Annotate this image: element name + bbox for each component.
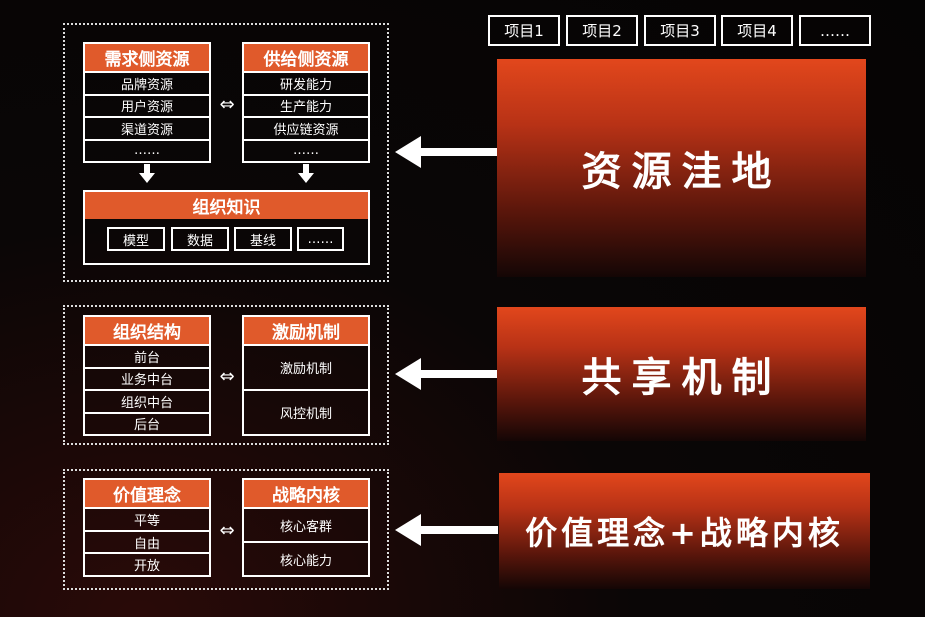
supply-item: 研发能力 <box>244 71 368 94</box>
resource-depression-label: 资源洼地 <box>581 149 782 195</box>
incentive-item: 风控机制 <box>244 389 368 434</box>
incentive-title: 激励机制 <box>244 317 368 344</box>
demand-item: …… <box>85 138 209 162</box>
values-box: 价值理念 平等 自由 开放 <box>83 478 211 577</box>
demand-item: 用户资源 <box>85 93 209 117</box>
demand-item: 品牌资源 <box>85 71 209 94</box>
project-tag-2: 项目2 <box>566 15 638 46</box>
demand-side-title: 需求侧资源 <box>85 44 209 71</box>
sharing-mechanism-label: 共享机制 <box>581 355 782 401</box>
section-sharing-frame <box>63 305 389 445</box>
incentive-item: 激励机制 <box>244 344 368 389</box>
org-knowledge-box: 组织知识 <box>83 190 370 265</box>
sharing-mechanism-panel: 共享机制 <box>497 307 866 441</box>
project-tag-3: 项目3 <box>644 15 716 46</box>
left-arrow-icon <box>395 136 498 168</box>
structure-item: 后台 <box>85 411 209 435</box>
structure-item: 组织中台 <box>85 389 209 412</box>
values-item: 自由 <box>85 529 209 553</box>
incentive-box: 激励机制 激励机制 风控机制 <box>242 315 370 436</box>
values-item: 平等 <box>85 507 209 530</box>
structure-item: 业务中台 <box>85 366 209 390</box>
strategy-box: 战略内核 核心客群 核心能力 <box>242 478 370 577</box>
strategy-item: 核心客群 <box>244 507 368 541</box>
project-tag-4: 项目4 <box>721 15 793 46</box>
org-structure-title: 组织结构 <box>85 317 209 344</box>
values-strategy-label: 价值理念+战略内核 <box>525 514 844 552</box>
demand-item: 渠道资源 <box>85 116 209 139</box>
org-structure-box: 组织结构 前台 业务中台 组织中台 后台 <box>83 315 211 436</box>
knowledge-tag: 数据 <box>171 227 229 251</box>
supply-side-title: 供给侧资源 <box>244 44 368 71</box>
resource-depression-panel: 资源洼地 <box>497 59 866 277</box>
project-tag-1: 项目1 <box>488 15 560 46</box>
strategy-item: 核心能力 <box>244 541 368 575</box>
supply-item: …… <box>244 138 368 162</box>
double-arrow-icon: ⇔ <box>219 519 235 541</box>
section-resource-frame <box>63 23 389 282</box>
project-tag-more: …… <box>799 15 871 46</box>
values-item: 开放 <box>85 552 209 575</box>
double-arrow-icon: ⇔ <box>219 93 235 115</box>
org-knowledge-title: 组织知识 <box>85 192 368 219</box>
supply-item: 生产能力 <box>244 93 368 117</box>
strategy-title: 战略内核 <box>244 480 368 507</box>
structure-item: 前台 <box>85 344 209 367</box>
left-arrow-icon <box>395 514 498 546</box>
double-arrow-icon: ⇔ <box>219 365 235 387</box>
supply-side-box: 供给侧资源 研发能力 生产能力 供应链资源 …… <box>242 42 370 163</box>
left-arrow-icon <box>395 358 498 390</box>
down-arrow-icon <box>139 164 155 183</box>
values-strategy-panel: 价值理念+战略内核 <box>499 473 870 589</box>
section-values-frame <box>63 469 389 590</box>
knowledge-tag: …… <box>297 227 344 251</box>
down-arrow-icon <box>298 164 314 183</box>
demand-side-box: 需求侧资源 品牌资源 用户资源 渠道资源 …… <box>83 42 211 163</box>
knowledge-tag: 模型 <box>107 227 165 251</box>
supply-item: 供应链资源 <box>244 116 368 139</box>
knowledge-tag: 基线 <box>234 227 292 251</box>
values-title: 价值理念 <box>85 480 209 507</box>
